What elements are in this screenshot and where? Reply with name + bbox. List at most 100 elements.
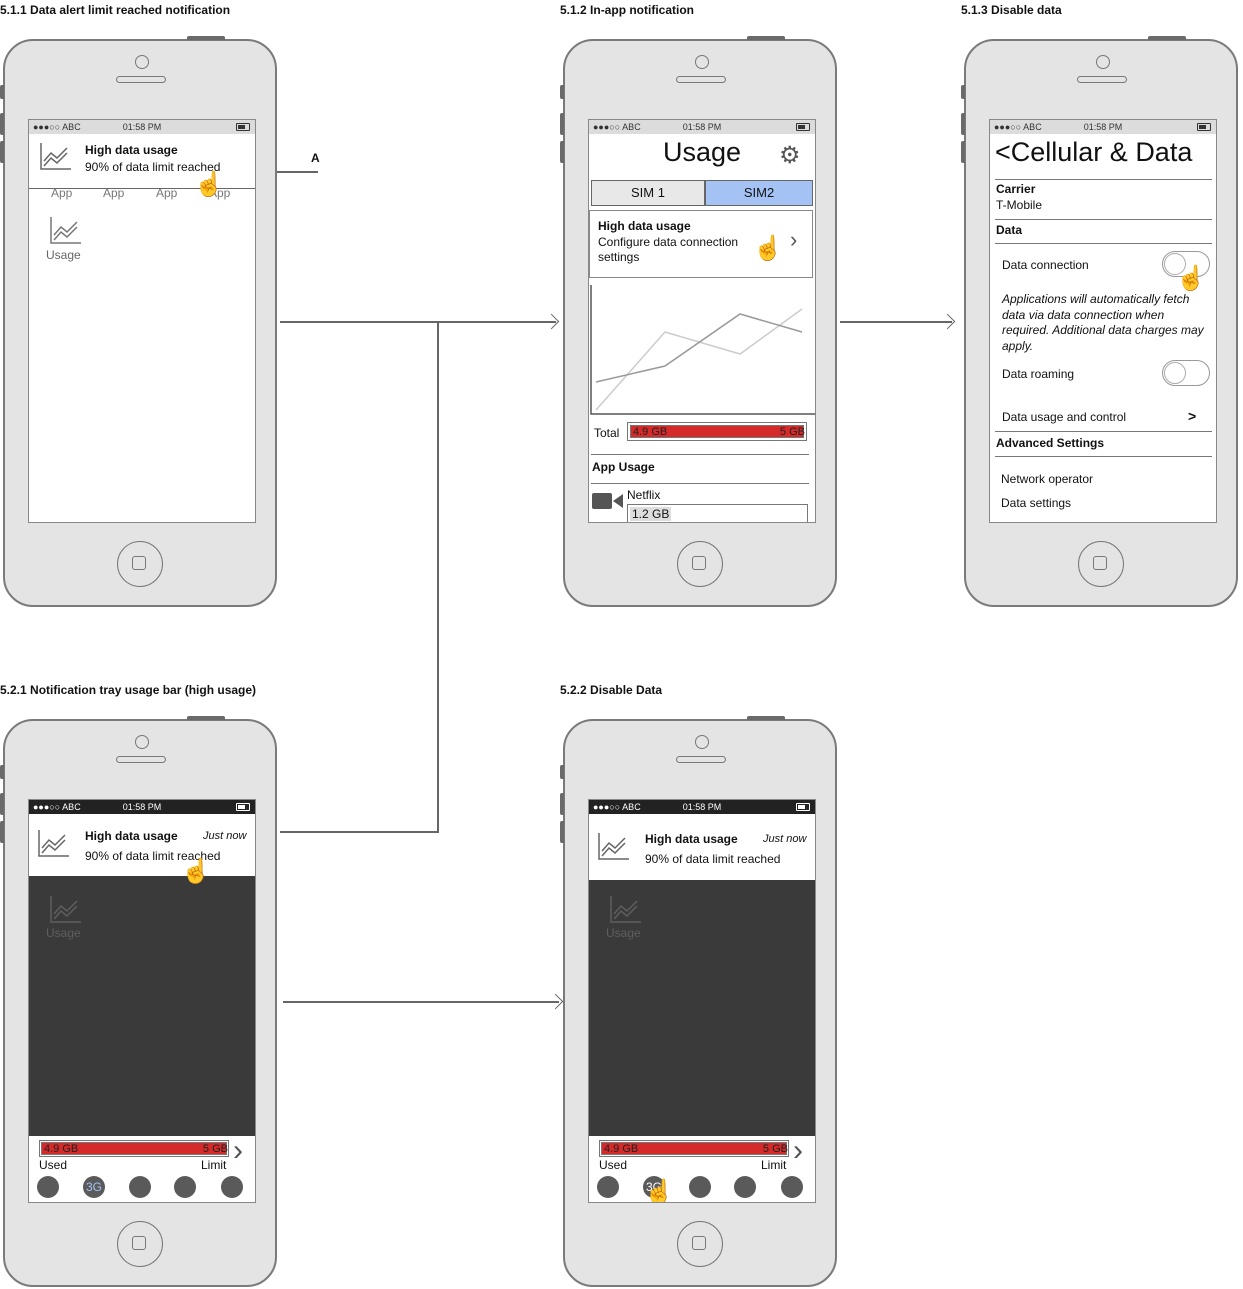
data-connection-toggle[interactable] [1162,251,1210,277]
home-button[interactable] [117,541,163,587]
pointer-hand-icon: ☝ [181,858,211,885]
notification-title: High data usage [85,143,178,157]
chart-icon [38,830,69,857]
data-roaming-toggle[interactable] [1162,360,1210,386]
chevron-right-icon[interactable]: > [1188,408,1197,424]
notification-title: High data usage [85,829,178,843]
usage-app-icon[interactable] [49,215,83,245]
camera-icon [695,735,709,749]
app-usage-bar: 1.2 GB [627,504,808,522]
usage-control-label[interactable]: Data usage and control [1002,410,1127,424]
volume-up-button [0,793,4,815]
battery-icon [796,803,810,811]
home-button[interactable] [1078,541,1124,587]
status-bar: ●●●○○ ABC 01:58 PM [29,120,255,134]
status-time: 01:58 PM [122,802,162,812]
network-operator-item[interactable]: Network operator [1001,472,1094,486]
divider [995,219,1212,220]
notification-time: Just now [763,833,807,845]
notification-banner[interactable]: High data usage Just now 90% of data lim… [589,814,815,880]
speaker-icon [116,756,166,763]
tab-sim1[interactable]: SIM 1 [591,180,705,206]
status-bar: ●●●○○ ABC 01:58 PM [589,120,815,134]
tray-used-label: Used [39,1158,68,1172]
battery-icon [796,123,810,131]
chevron-right-icon[interactable]: › [233,1134,243,1167]
camera-icon [135,55,149,69]
home-square-icon [132,556,146,570]
phone-5-1-3: ●●●○○ ABC 01:58 PM <Cellular & Data Carr… [961,36,1238,607]
back-title[interactable]: <Cellular & Data [995,137,1193,167]
mute-switch [560,765,564,779]
quick-toggle-1[interactable] [37,1176,59,1198]
signal-indicator: ●●●○○ ABC [33,122,81,132]
pointer-hand-icon: ☝ [753,235,783,262]
quick-toggle-3g[interactable]: 3G [643,1176,665,1198]
usage-tray: 4.9 GB 5 GB › Used Limit 3G [589,1134,815,1202]
home-button[interactable] [677,1221,723,1267]
phone-5-1-2: ●●●○○ ABC 01:58 PM Usage ⚙ SIM 1 SIM2 Hi… [560,36,837,607]
alert-card[interactable]: High data usage Configure data connectio… [589,210,813,278]
camera-icon [695,55,709,69]
quick-toggle-1[interactable] [597,1176,619,1198]
quick-toggle-5[interactable] [221,1176,243,1198]
usage-app-icon [610,896,641,923]
power-button [187,716,225,720]
dimmed-home: Usage [589,880,815,1136]
data-connection-label: Data connection [1002,258,1089,272]
notification-title: High data usage [645,832,738,846]
speaker-icon [116,76,166,83]
phone-5-2-1: ●●●○○ ABC 01:58 PM High data usage Just … [0,716,277,1287]
quick-toggle-4[interactable] [734,1176,756,1198]
home-app-1[interactable]: App [51,186,73,200]
tray-limit-label: Limit [761,1158,787,1172]
home-app-4[interactable]: App [209,186,231,200]
usage-chart [590,285,815,415]
label-5-2-1: 5.2.1 Notification tray usage bar (high … [0,683,257,697]
gear-icon[interactable]: ⚙ [779,142,801,169]
volume-up-button [560,113,564,135]
speaker-icon [676,756,726,763]
quick-toggle-3[interactable] [689,1176,711,1198]
power-button [747,716,785,720]
volume-down-button [0,821,4,843]
data-settings-item[interactable]: Data settings [1001,496,1072,510]
status-bar: ●●●○○ ABC 01:58 PM [990,120,1216,134]
home-app-3[interactable]: App [156,186,178,200]
quick-toggle-4[interactable] [174,1176,196,1198]
mute-switch [560,85,564,99]
tab-sim2[interactable]: SIM2 [705,180,813,206]
home-app-2[interactable]: App [103,186,125,200]
home-square-icon [692,556,706,570]
arrowhead-icon [939,313,956,330]
home-square-icon [692,1236,706,1250]
volume-up-button [961,113,965,135]
notification-banner[interactable]: High data usage 90% of data limit reache… [29,134,255,189]
home-button[interactable] [677,541,723,587]
quick-toggle-3[interactable] [129,1176,151,1198]
quick-toggle-3g[interactable]: 3G [83,1176,105,1198]
quick-toggle-5[interactable] [781,1176,803,1198]
carrier-label: Carrier [996,182,1036,196]
screen: ●●●○○ ABC 01:58 PM Usage ⚙ SIM 1 SIM2 Hi… [588,119,816,523]
flow-arrow-521-522 [283,1001,559,1003]
carrier-value: T-Mobile [996,198,1043,212]
pointer-hand-icon: ☝ [194,171,224,198]
tray-limit-value: 5 GB [762,1143,788,1155]
total-bar: 4.9 GB 5 GB [630,425,805,438]
tray-usage-bar: 4.9 GB 5 GB [601,1142,788,1155]
power-button [187,36,225,40]
home-button[interactable] [117,1221,163,1267]
notification-banner[interactable]: High data usage Just now 90% of data lim… [29,814,255,876]
flow-arrow-512-513 [840,321,952,323]
notification-body: 90% of data limit reached [85,849,221,863]
flow-line-521 [437,321,439,833]
status-time: 01:58 PM [682,802,722,812]
screen: ●●●○○ ABC 01:58 PM <Cellular & Data Carr… [989,119,1217,523]
arrowhead-icon [543,313,560,330]
chevron-right-icon[interactable]: › [793,1134,803,1167]
total-bar-frame: 4.9 GB 5 GB [627,422,807,441]
screen: ●●●○○ ABC 01:58 PM High data usage 90% o… [28,119,256,523]
tray-used-label: Used [599,1158,628,1172]
chart-icon [598,833,629,860]
